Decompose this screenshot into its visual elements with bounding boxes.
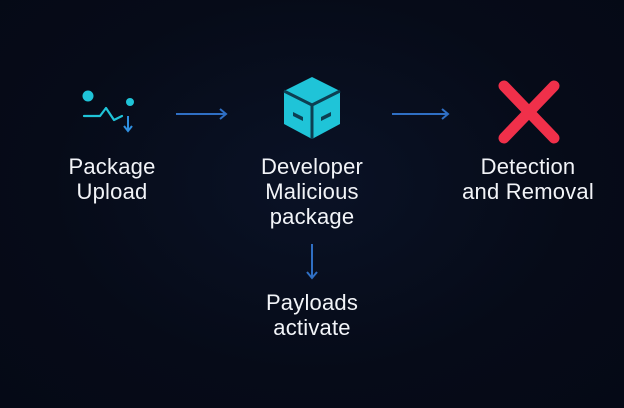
node-label-package-upload: Package Upload xyxy=(68,154,156,204)
node-label-detection-and-removal: Detection and Removal xyxy=(462,154,594,204)
arrow-developer-to-detection xyxy=(390,106,452,122)
red-x-icon xyxy=(496,80,562,144)
arrow-upload-to-developer xyxy=(174,106,230,122)
upload-signal-icon xyxy=(78,86,140,140)
node-label-developer-malicious-package: Developer Malicious package xyxy=(260,154,364,229)
arrow-developer-to-payloads xyxy=(304,242,320,282)
node-label-payloads-activate: Payloads activate xyxy=(265,290,359,340)
package-box-icon xyxy=(280,74,344,142)
